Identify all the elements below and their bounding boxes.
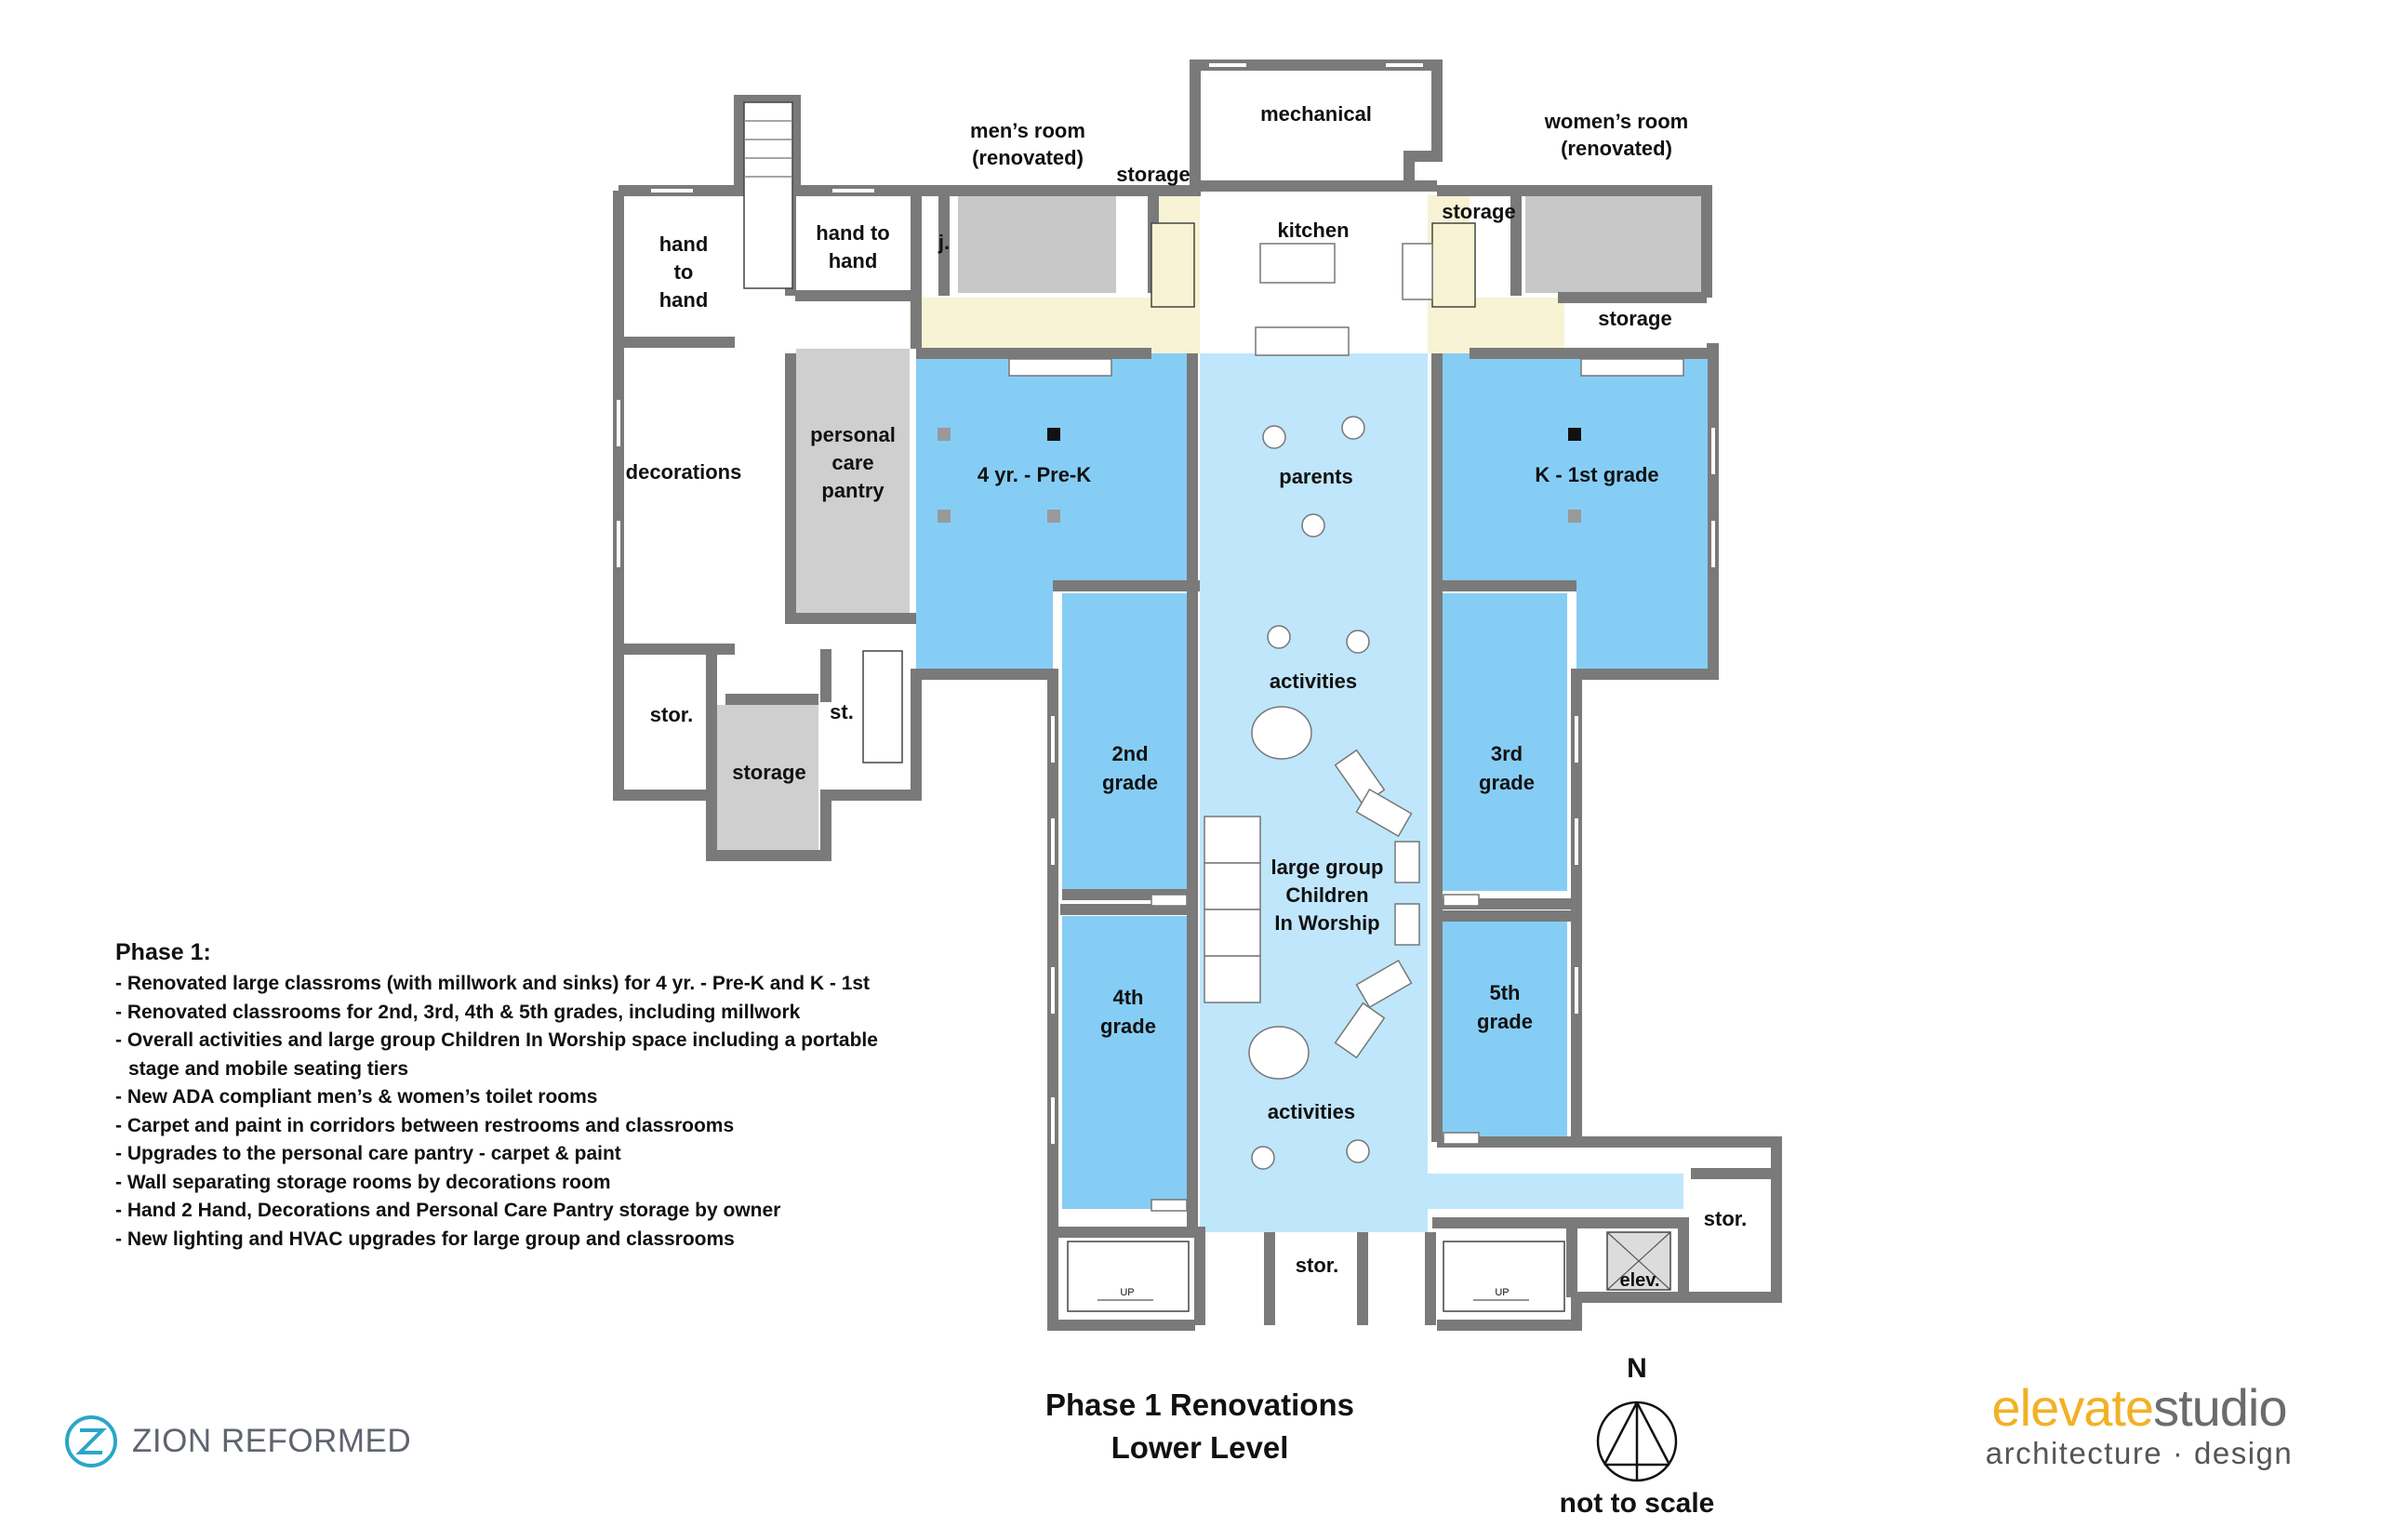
label-activities-bottom: activities — [1268, 1100, 1355, 1123]
tables — [1248, 416, 1370, 1170]
restroom-fills — [958, 191, 1702, 293]
label-activities-top: activities — [1270, 670, 1357, 693]
north-letter: N — [1627, 1353, 1647, 1384]
label-prek: 4 yr. - Pre-K — [978, 463, 1091, 486]
label-stor-bottom: stor. — [1296, 1254, 1338, 1277]
phase-notes: Phase 1: - Renovated large classroms (wi… — [115, 939, 952, 1254]
stage-tiers — [1204, 816, 1261, 1003]
label-st: st. — [830, 700, 854, 724]
scale-note: not to scale — [1559, 1488, 1715, 1519]
note-item: - Hand 2 Hand, Decorations and Personal … — [115, 1200, 781, 1221]
label-storage-left: storage — [732, 761, 805, 784]
label-storage-upper-mid: storage — [1116, 163, 1190, 186]
label-womens-room: women’s room(renovated) — [1544, 110, 1688, 160]
note-item: - Upgrades to the personal care pantry -… — [115, 1143, 621, 1164]
note-item: - Renovated large classroms (with millwo… — [115, 973, 871, 994]
elevate-logo-part1: elevate — [1991, 1378, 2154, 1437]
note-item: - New lighting and HVAC upgrades for lar… — [115, 1228, 735, 1250]
label-storage-right: storage — [1598, 307, 1671, 330]
elevate-studio-logo: elevatestudio architecture · design — [1944, 1380, 2334, 1471]
room-labels: men’s room(renovated) women’s room(renov… — [626, 102, 1748, 1298]
plan-title-line2: Lower Level — [1111, 1430, 1289, 1465]
millwork — [1008, 243, 1684, 1212]
label-decorations: decorations — [626, 460, 742, 484]
elevate-logo-name: elevatestudio — [1944, 1380, 2334, 1436]
label-up-1: UP — [1120, 1287, 1134, 1298]
elevate-logo-tagline: architecture · design — [1985, 1436, 2294, 1470]
note-item: - New ADA compliant men’s & women’s toil… — [115, 1086, 598, 1108]
note-item: - Overall activities and large group Chi… — [115, 1029, 878, 1051]
north-arrow-icon — [1596, 1401, 1678, 1482]
note-item: - Renovated classrooms for 2nd, 3rd, 4th… — [115, 1001, 801, 1023]
zion-logo-text: ZION REFORMED — [132, 1423, 412, 1459]
note-item: - Wall separating storage rooms by decor… — [115, 1171, 611, 1193]
label-mechanical: mechanical — [1260, 102, 1372, 126]
note-item: stage and mobile seating tiers — [128, 1057, 409, 1080]
label-kitchen: kitchen — [1277, 219, 1349, 242]
label-elev: elev. — [1620, 1270, 1660, 1291]
columns — [938, 428, 1581, 523]
label-stor-left: stor. — [650, 703, 693, 726]
open-space-fill — [1200, 353, 1683, 1232]
plan-title: Phase 1 Renovations Lower Level — [930, 1384, 1470, 1469]
label-storage-upper-right: storage — [1442, 200, 1515, 223]
mobile-seating — [1334, 749, 1420, 1059]
notes-title: Phase 1: — [115, 939, 211, 965]
label-mens-room: men’s room(renovated) — [970, 119, 1085, 169]
elevate-logo-part2: studio — [2153, 1378, 2287, 1437]
pantry-fills — [716, 349, 910, 854]
note-item: - Carpet and paint in corridors between … — [115, 1114, 735, 1136]
label-k1: K - 1st grade — [1535, 463, 1658, 486]
label-up-2: UP — [1495, 1287, 1509, 1298]
north-arrow: N not to scale — [1544, 1353, 1730, 1539]
label-janitor: j. — [938, 231, 950, 254]
label-parents: parents — [1279, 465, 1352, 488]
windows — [617, 63, 1715, 1144]
stair-details — [1097, 1231, 1671, 1301]
label-stor-right: stor. — [1704, 1207, 1747, 1230]
plan-title-line1: Phase 1 Renovations — [1045, 1387, 1354, 1422]
notes-list: - Renovated large classroms (with millwo… — [115, 970, 952, 1254]
zion-logo-icon — [65, 1415, 117, 1467]
zion-reformed-logo: ZION REFORMED — [63, 1414, 411, 1469]
